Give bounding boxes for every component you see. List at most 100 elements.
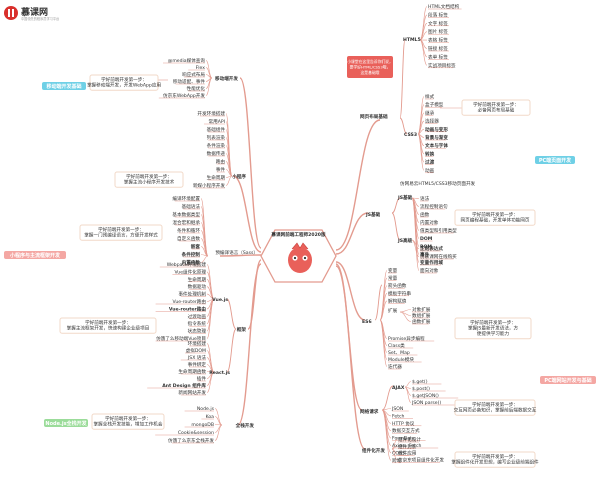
leaf-item: 条件控制	[182, 251, 201, 258]
leaf-item: 数据交互方式	[392, 427, 420, 434]
hub-connector	[391, 197, 401, 214]
section-tag-webapp: 移动端开发基础	[42, 82, 86, 90]
hub-connector	[399, 117, 408, 135]
leaf-connector	[417, 133, 425, 171]
leaf-item: 组件应用	[398, 450, 417, 457]
hub-connector	[399, 39, 406, 119]
main-branch	[239, 77, 262, 249]
leaf-item: Cookie&session	[178, 430, 214, 436]
leaf-item: Set、Map	[388, 350, 410, 356]
leaf-item: 背景与渐变	[425, 134, 448, 141]
branch-es6: ES6	[362, 319, 372, 325]
mascot-icon	[288, 242, 312, 275]
goal-mini-text: 学好前端开发第一步：	[126, 173, 172, 180]
hub-connector	[391, 212, 401, 241]
leaf-item: $.getJSON()	[412, 393, 439, 399]
hub-connector	[374, 284, 383, 321]
leaf-item: 继承	[425, 109, 435, 116]
leaf-item: 段落 标签	[428, 11, 448, 18]
leaf-item: 表格 标签	[428, 37, 448, 44]
leaf-item: $.get()	[412, 379, 428, 385]
leaf-item: 选择器	[425, 118, 439, 125]
leaf-connector	[379, 270, 388, 321]
leaf-item: 事件绑定	[188, 361, 207, 368]
goal-pc	[461, 99, 531, 116]
svg-text:这是基础哦: 这是基础哦	[361, 70, 380, 75]
goal-net-text: 学好前端开发第一步：	[472, 401, 518, 408]
goal-mobile	[89, 74, 159, 91]
leaf-item: mongoDB	[191, 422, 214, 428]
hub-connector	[226, 298, 237, 330]
goal-frame-text: 学好前端开发第一步：	[85, 319, 131, 326]
goal-mobile-text: 掌握移动端开发，开发WebApp应用	[87, 82, 162, 89]
hub-react: React.js	[209, 370, 230, 376]
leaf-item: 面向对象	[420, 267, 439, 274]
goal-es6-text: 学好前端开发第一步：	[470, 319, 516, 326]
leaf-item: 样式	[425, 93, 435, 100]
leaf-item: Vue-router路由	[173, 298, 207, 305]
leaf-item: 混合宏和继承	[172, 219, 200, 226]
leaf-item: Class类	[388, 342, 405, 349]
leaf-item: Ant Design 组件库	[162, 382, 206, 389]
leaf-item: 移动适配、事件	[173, 78, 206, 85]
leaf-item: 正则表达式	[420, 245, 443, 252]
main-branch	[237, 263, 262, 426]
center-node: 慕课网前端工程师2020版	[260, 229, 337, 283]
goal-js-text: 学好前端开发第一步：	[472, 211, 518, 218]
leaf-item: 变量作用域	[420, 259, 443, 266]
leaf-connector	[379, 300, 388, 321]
leaf-item: 文本与字体	[425, 142, 448, 149]
leaf-item: 仿京东WebApp开发	[163, 92, 205, 99]
leaf-item: JSON parse()	[411, 400, 441, 406]
leaf-item: Module模块	[388, 356, 414, 363]
leaf-item: JSX 语法	[187, 354, 206, 361]
main-branch	[335, 119, 381, 251]
leaf-item: 模板字符串	[388, 290, 411, 297]
svg-text:移动端开发基础: 移动端开发基础	[46, 83, 81, 90]
leaf-connector	[206, 298, 215, 339]
main-branch	[247, 259, 262, 330]
hub-html: HTML5	[403, 37, 421, 43]
leaf-item: 链接 标签	[428, 45, 448, 52]
leaf-item: 图片 标签	[428, 28, 448, 35]
goal-pre	[79, 224, 163, 241]
leaf-item: Koa	[206, 414, 215, 420]
branch-node: 全栈开发	[235, 422, 255, 429]
leaf-item: HTML文档结构	[428, 3, 460, 10]
main-branch	[335, 212, 369, 255]
goal-mini-text: 掌握主流小程序开发技术	[124, 179, 175, 186]
leaf-item: DOM	[420, 236, 433, 242]
leaf-connector	[200, 255, 209, 263]
branch-js: JS基础	[365, 211, 381, 218]
leaf-item: @media媒体查询	[168, 57, 206, 64]
section-tag-pc: PC端页面开发	[535, 156, 575, 164]
leaf-connector	[399, 309, 412, 313]
leaf-connector	[381, 409, 392, 461]
leaf-item: 盒子模型	[425, 101, 444, 108]
goal-es6-text: 便提供学习能力	[477, 330, 510, 337]
leaf-item: 基本数据类型	[172, 211, 200, 218]
goal-mobile-text: 学好前端开发第一步：	[101, 76, 147, 83]
leaf-connector	[200, 214, 209, 257]
main-branch	[219, 254, 262, 257]
leaf-connector	[379, 319, 388, 353]
leaf-connector	[399, 311, 412, 322]
svg-text:小课堂在这里告诉你们说，: 小课堂在这里告诉你们说，	[347, 59, 393, 64]
leaf-item: 基础组件	[207, 126, 226, 133]
leaf-item: 事件	[216, 166, 226, 173]
section-tag-miniapp: 小程序与主流框架开发	[4, 251, 66, 259]
hub-js1: JS基础	[397, 194, 413, 201]
goal-pc-text: 学好前端开发第一步：	[473, 101, 519, 108]
main-branch	[335, 261, 366, 321]
main-branch	[232, 175, 262, 253]
note-box: 小课堂在这里告诉你们说， 要学好HTML/CSS3哦， 这是基础哦	[347, 56, 393, 78]
leaf-item: 数组扩展	[412, 312, 431, 319]
leaf-connector	[419, 6, 428, 41]
leaf-item: 语法	[420, 195, 430, 202]
goal-node-text: 掌握全栈开发技能，增加工作机会	[94, 421, 163, 428]
goal-node-text: 学好前端开发第一步：	[105, 415, 151, 422]
leaf-item: 仿慕课网在线购买	[420, 253, 457, 260]
leaf-item: 路由	[216, 158, 226, 165]
pc-project: 仿网易云HTML5/CSS3移动页面开发	[400, 180, 476, 187]
